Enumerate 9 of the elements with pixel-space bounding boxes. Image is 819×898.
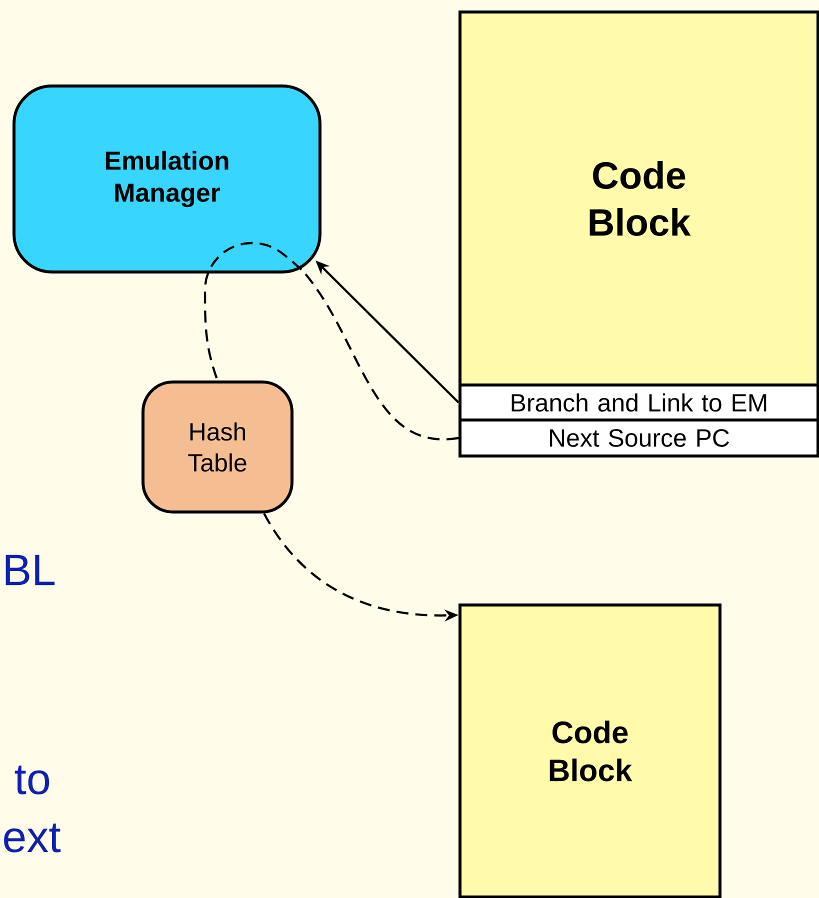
instruction-slot: Branch and Link to EM xyxy=(458,384,819,422)
instruction-slot: Next Source PC xyxy=(458,418,819,458)
code-block-box: Code Block xyxy=(458,10,819,386)
slide-text: BL xyxy=(6,554,55,586)
code-block-box: Code Block xyxy=(458,604,722,898)
table-box: Hash Table xyxy=(142,380,294,514)
process-box: Emulation Manager xyxy=(12,84,322,274)
slide-text: ext xyxy=(4,824,61,852)
slide-text: to xyxy=(14,766,50,794)
